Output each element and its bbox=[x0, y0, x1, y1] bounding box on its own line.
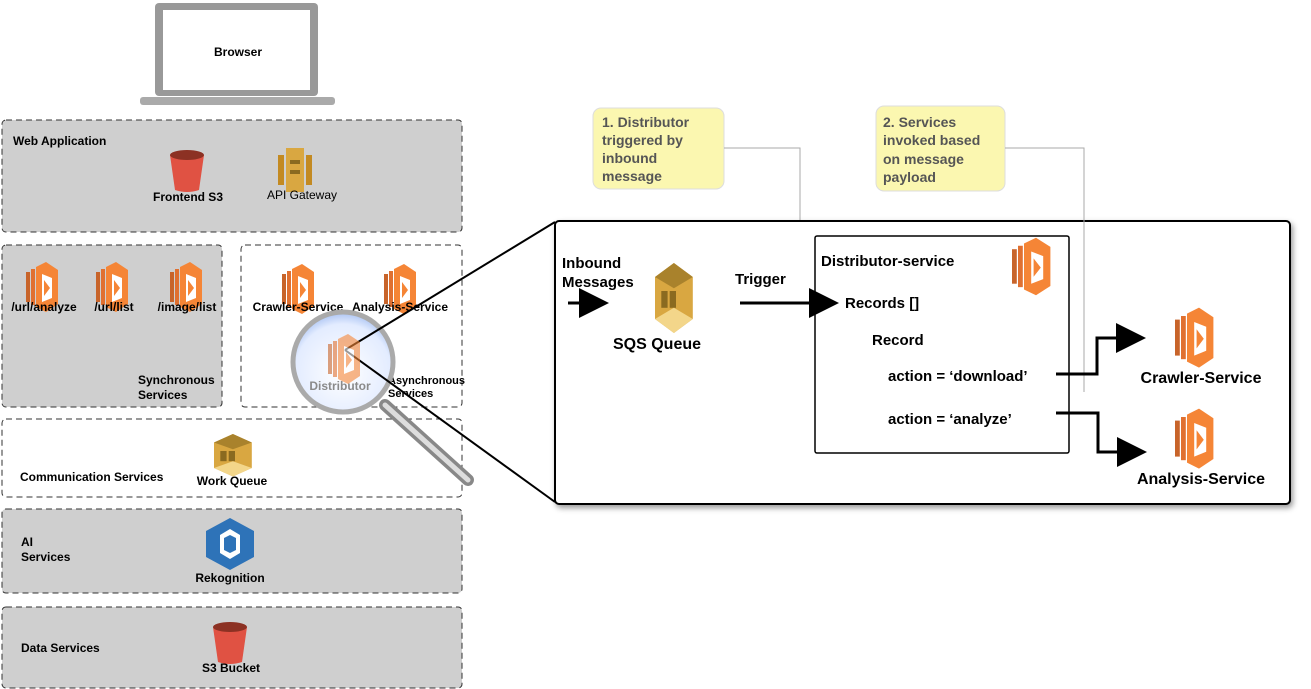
layer-title: Web Application bbox=[13, 134, 106, 148]
frontend-s3-label: Frontend S3 bbox=[153, 190, 223, 204]
layer-title: Services bbox=[21, 550, 71, 564]
inbound-label: Inbound bbox=[562, 255, 621, 272]
image-list-label: /image/list bbox=[158, 300, 217, 314]
analysis-service-label: Analysis-Service bbox=[1137, 471, 1265, 488]
inbound-label: Messages bbox=[562, 274, 634, 291]
magnifier-icon: Distributor bbox=[290, 221, 556, 503]
rekognition-label: Rekognition bbox=[195, 571, 264, 585]
action-analyze-label: action = ‘analyze’ bbox=[888, 411, 1012, 428]
browser-laptop-icon: Browser bbox=[140, 3, 335, 105]
url-analyze-label: /url/analyze bbox=[11, 300, 77, 314]
analyze-arrow bbox=[1056, 411, 1147, 467]
work-queue-label: Work Queue bbox=[197, 474, 268, 488]
layer-title: Asynchronous bbox=[388, 375, 465, 387]
api-gateway-label: API Gateway bbox=[267, 188, 337, 202]
layer-title: Synchronous bbox=[138, 373, 215, 387]
note-distributor-triggered: 1. Distributor triggered by inbound mess… bbox=[592, 107, 801, 294]
note-connector bbox=[1005, 147, 1085, 392]
s3-bucket-icon bbox=[170, 150, 204, 192]
s3-bucket-icon bbox=[213, 622, 247, 664]
note-line: message bbox=[602, 168, 662, 184]
note-services-invoked: 2. Services invoked based on message pay… bbox=[875, 105, 1006, 192]
note-line: payload bbox=[883, 169, 936, 185]
analysis-service-label: Analysis-Service bbox=[352, 300, 448, 314]
note-line: inbound bbox=[602, 150, 657, 166]
trigger-label: Trigger bbox=[735, 271, 786, 288]
layer-title: Data Services bbox=[21, 641, 100, 655]
record-label: Record bbox=[872, 332, 924, 349]
action-download-label: action = ‘download’ bbox=[888, 368, 1028, 385]
layer-title: Services bbox=[138, 388, 188, 402]
crawler-service-label: Crawler-Service bbox=[1141, 370, 1262, 387]
note-line: 2. Services bbox=[883, 114, 956, 130]
zoom-line bbox=[344, 221, 556, 351]
sqs-queue-icon bbox=[655, 263, 693, 333]
note-line: triggered by bbox=[602, 132, 683, 148]
note-line: invoked based bbox=[883, 132, 980, 148]
distributor-label: Distributor bbox=[309, 379, 371, 393]
layer-title: Services bbox=[388, 388, 433, 400]
api-gateway-icon bbox=[278, 148, 312, 192]
work-queue-icon bbox=[214, 434, 252, 477]
browser-label: Browser bbox=[214, 45, 262, 59]
layer-ai-services: AI Services Rekognition bbox=[1, 508, 463, 594]
zoom-line bbox=[344, 349, 556, 503]
distributor-title: Distributor-service bbox=[821, 253, 954, 270]
detail-panel: Inbound Messages SQS Queue Trigger Distr… bbox=[554, 147, 1291, 505]
layer-synchronous-services: /url/analyze /url/list /image/list Synch… bbox=[1, 244, 223, 408]
layer-title: Communication Services bbox=[20, 470, 164, 484]
note-line: 1. Distributor bbox=[602, 114, 690, 130]
note-line: on message bbox=[883, 151, 964, 167]
records-label: Records [] bbox=[845, 295, 919, 312]
distributor-service-box bbox=[814, 235, 1070, 454]
layer-web-application: Web Application Frontend S3 API Gateway bbox=[1, 119, 463, 233]
s3-bucket-label: S3 Bucket bbox=[202, 661, 260, 675]
download-arrow bbox=[1056, 323, 1146, 376]
layer-communication-services: Communication Services Work Queue bbox=[1, 418, 463, 498]
layer-data-services: Data Services S3 Bucket bbox=[1, 606, 463, 689]
sqs-queue-label: SQS Queue bbox=[613, 336, 701, 353]
crawler-service-label: Crawler-Service bbox=[253, 300, 344, 314]
rekognition-icon bbox=[206, 518, 254, 570]
layer-title: AI bbox=[21, 535, 33, 549]
url-list-label: /url/list bbox=[94, 300, 133, 314]
